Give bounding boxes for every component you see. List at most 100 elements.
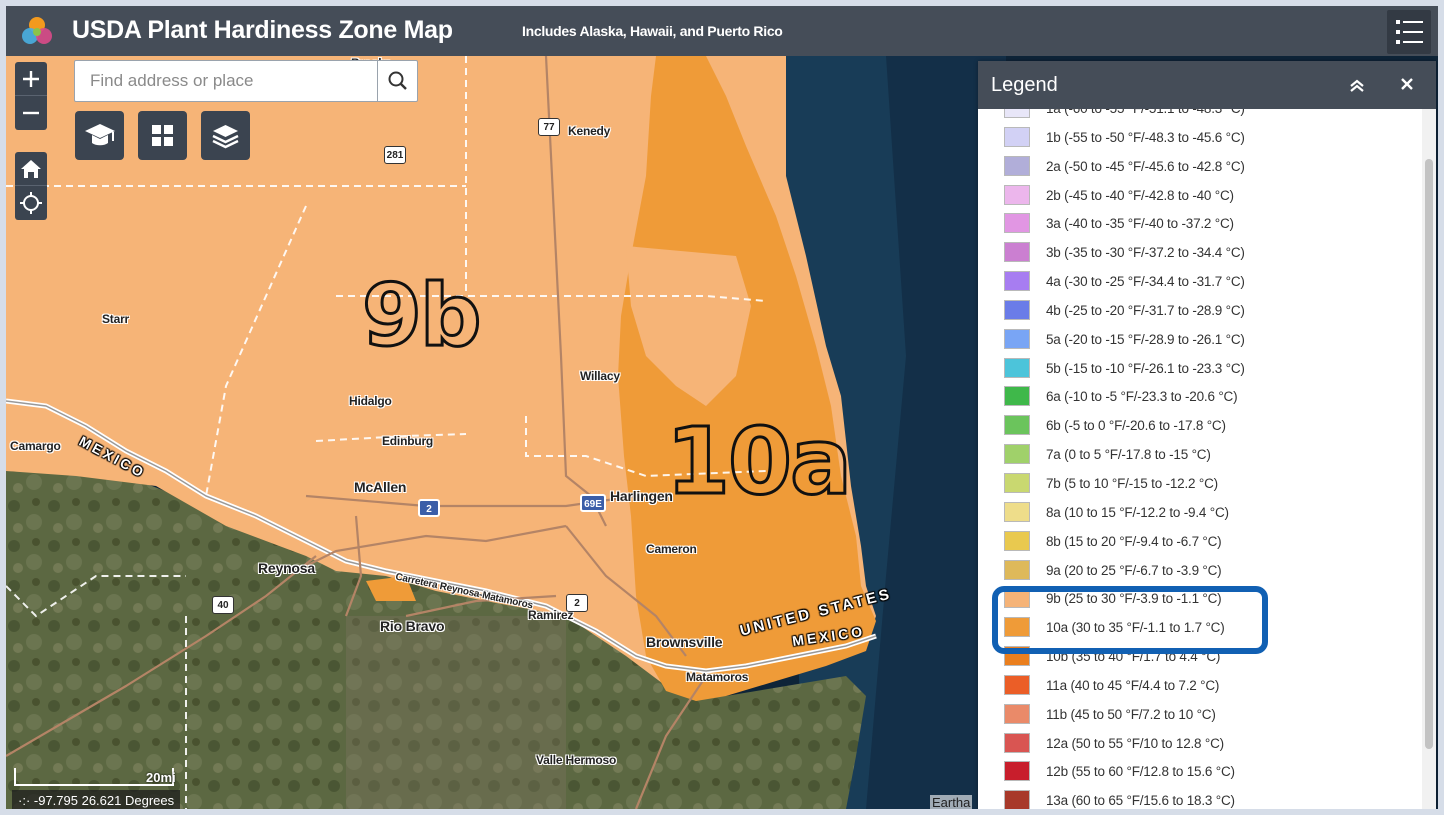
- legend-swatch: [1004, 472, 1030, 493]
- zone-10a-area: [618, 56, 876, 701]
- legend-item: 11b (45 to 50 °F/7.2 to 10 °C): [978, 700, 1422, 729]
- legend-swatch: [1004, 242, 1030, 263]
- legend-label: 6a (-10 to -5 °F/-23.3 to -20.6 °C): [1046, 389, 1238, 405]
- legend-list: 1a (-60 to -55 °F/-51.1 to -48.3 °C) 1b (…: [978, 109, 1422, 809]
- zone-label-9b: 9b: [360, 265, 482, 368]
- legend-scrollbar[interactable]: [1422, 109, 1436, 809]
- legend-swatch: [1004, 588, 1030, 609]
- plus-icon: [23, 71, 39, 87]
- legend-label: 11a (40 to 45 °F/4.4 to 7.2 °C): [1046, 677, 1220, 693]
- map-view[interactable]: 9b 10a Brooks Kenedy Starr Hidalgo Willa…: [6, 56, 1438, 809]
- legend-label: 8b (15 to 20 °F/-9.4 to -6.7 °C): [1046, 533, 1222, 549]
- legend-swatch: [1004, 213, 1030, 234]
- legend-close-button[interactable]: [1396, 73, 1418, 95]
- place-label: Matamoros: [686, 670, 749, 684]
- legend-item: 12b (55 to 60 °F/12.8 to 15.6 °C): [978, 757, 1422, 786]
- highway-shield: 77: [538, 118, 560, 136]
- legend-label: 7a (0 to 5 °F/-17.8 to -15 °C): [1046, 447, 1211, 463]
- legend-label: 3b (-35 to -30 °F/-37.2 to -34.4 °C): [1046, 245, 1245, 261]
- legend-item: 9b (25 to 30 °F/-3.9 to -1.1 °C): [978, 584, 1422, 613]
- coordinate-readout[interactable]: ·:· -97.795 26.621 Degrees: [12, 790, 181, 809]
- scale-bar-label: 20mi: [146, 770, 176, 785]
- legend-swatch: [1004, 617, 1030, 638]
- zone-label-10a: 10a: [664, 407, 853, 517]
- legend-item: 2b (-45 to -40 °F/-42.8 to -40 °C): [978, 181, 1422, 210]
- legend-item: 2a (-50 to -45 °F/-45.6 to -42.8 °C): [978, 152, 1422, 181]
- legend-item: 4a (-30 to -25 °F/-34.4 to -31.7 °C): [978, 267, 1422, 296]
- legend-swatch: [1004, 674, 1030, 695]
- legend-item: 7b (5 to 10 °F/-15 to -12.2 °C): [978, 469, 1422, 498]
- interstate-shield: 69E: [580, 494, 606, 512]
- place-label: Rio Bravo: [380, 618, 445, 634]
- legend-swatch: [1004, 271, 1030, 292]
- legend-label: 13a (60 to 65 °F/15.6 to 18.3 °C): [1046, 793, 1235, 809]
- legend-label: 5b (-15 to -10 °F/-26.1 to -23.3 °C): [1046, 360, 1245, 376]
- place-label: Hidalgo: [349, 394, 392, 408]
- search-button[interactable]: [377, 61, 418, 101]
- legend-body[interactable]: 1a (-60 to -55 °F/-51.1 to -48.3 °C) 1b (…: [978, 109, 1422, 809]
- home-icon: [21, 160, 41, 178]
- place-label: Reynosa: [258, 560, 315, 576]
- minus-icon: [23, 111, 39, 115]
- legend-swatch: [1004, 415, 1030, 436]
- legend-swatch: [1004, 761, 1030, 782]
- zoom-in-button[interactable]: [15, 62, 47, 96]
- satellite-land: [6, 456, 866, 809]
- app-subtitle: Includes Alaska, Hawaii, and Puerto Rico: [522, 23, 783, 39]
- highway-shield: 40: [212, 596, 234, 614]
- legend-label: 2a (-50 to -45 °F/-45.6 to -42.8 °C): [1046, 158, 1245, 174]
- close-icon: [1401, 78, 1413, 90]
- arcgis-apps-logo: [22, 17, 52, 44]
- legend-item: 9a (20 to 25 °F/-6.7 to -3.9 °C): [978, 556, 1422, 585]
- place-label: Cameron: [646, 542, 697, 556]
- basemap-gallery-button[interactable]: [138, 111, 187, 160]
- legend-label: 10a (30 to 35 °F/-1.1 to 1.7 °C): [1046, 620, 1225, 636]
- legend-item: 5b (-15 to -10 °F/-26.1 to -23.3 °C): [978, 354, 1422, 383]
- legend-label: 9b (25 to 30 °F/-3.9 to -1.1 °C): [1046, 591, 1222, 607]
- layers-button[interactable]: [201, 111, 250, 160]
- legend-label: 3a (-40 to -35 °F/-40 to -37.2 °C): [1046, 216, 1234, 232]
- place-label: Willacy: [580, 369, 620, 383]
- place-label: McAllen: [354, 479, 407, 495]
- legend-panel: Legend 1a (-60 to -55 °F/-51.1 to -48.3 …: [978, 61, 1436, 809]
- legend-label: 1b (-55 to -50 °F/-48.3 to -45.6 °C): [1046, 129, 1245, 145]
- about-tool-button[interactable]: [75, 111, 124, 160]
- place-label: Ramirez: [528, 608, 574, 622]
- basemap-gallery-icon: [152, 125, 173, 146]
- zoom-out-button[interactable]: [15, 96, 47, 130]
- legend-label: 1a (-60 to -55 °F/-51.1 to -48.3 °C): [1046, 109, 1245, 116]
- legend-label: 12a (50 to 55 °F/10 to 12.8 °C): [1046, 735, 1224, 751]
- legend-swatch: [1004, 501, 1030, 522]
- home-button[interactable]: [15, 152, 47, 186]
- legend-title: Legend: [991, 74, 1058, 96]
- legend-item: 11a (40 to 45 °F/4.4 to 7.2 °C): [978, 671, 1422, 700]
- highway-shield: 2: [566, 594, 588, 612]
- map-attribution: Eartha: [930, 795, 973, 809]
- legend-item: 1b (-55 to -50 °F/-48.3 to -45.6 °C): [978, 123, 1422, 152]
- hamburger-menu-button[interactable]: [1387, 10, 1431, 54]
- legend-label: 5a (-20 to -15 °F/-28.9 to -26.1 °C): [1046, 331, 1245, 347]
- locate-icon: [20, 192, 42, 214]
- legend-item: 5a (-20 to -15 °F/-28.9 to -26.1 °C): [978, 325, 1422, 354]
- legend-label: 6b (-5 to 0 °F/-20.6 to -17.8 °C): [1046, 418, 1226, 434]
- place-label: Camargo: [10, 439, 61, 453]
- legend-scroll-thumb[interactable]: [1425, 159, 1433, 749]
- legend-swatch: [1004, 790, 1030, 809]
- legend-item: 7a (0 to 5 °F/-17.8 to -15 °C): [978, 440, 1422, 469]
- legend-item: 6a (-10 to -5 °F/-23.3 to -20.6 °C): [978, 382, 1422, 411]
- locate-button[interactable]: [15, 186, 47, 220]
- legend-item: 8b (15 to 20 °F/-9.4 to -6.7 °C): [978, 527, 1422, 556]
- highway-shield: 281: [384, 146, 406, 164]
- legend-swatch: [1004, 559, 1030, 580]
- coordinate-text: -97.795 26.621 Degrees: [33, 793, 175, 808]
- double-chevron-up-icon: [1350, 79, 1364, 92]
- legend-swatch: [1004, 299, 1030, 320]
- map-canvas: [6, 56, 1438, 809]
- legend-collapse-button[interactable]: [1346, 75, 1368, 95]
- graduation-cap-icon: [85, 124, 115, 146]
- legend-label: 8a (10 to 15 °F/-12.2 to -9.4 °C): [1046, 504, 1229, 520]
- place-label: Kenedy: [568, 124, 611, 138]
- legend-header: Legend: [978, 61, 1436, 109]
- place-label: Starr: [102, 312, 130, 326]
- search-input[interactable]: [75, 61, 377, 101]
